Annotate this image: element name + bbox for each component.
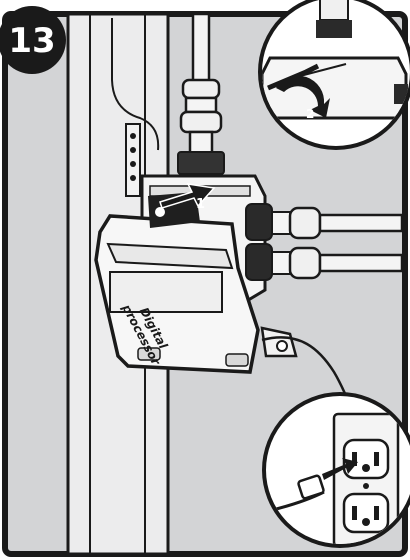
- digital-processor-unit: [94, 214, 260, 374]
- arrow-1-label: 1: [196, 197, 205, 212]
- arrow-2-label: 2: [306, 107, 314, 121]
- detail-inset-screw: [258, 0, 410, 150]
- step-number-badge: 13: [0, 6, 66, 74]
- outlet-port-lower: [245, 243, 404, 281]
- inlet-pipe: [177, 12, 225, 175]
- outlet-port-upper: [245, 203, 404, 241]
- mount-tab: [260, 326, 298, 358]
- rotate-arrow-icon: [276, 75, 330, 118]
- arrow-1-icon: [159, 183, 216, 209]
- detail-inset-outlet: [262, 392, 410, 548]
- mounting-bracket: [125, 123, 141, 197]
- wire-cable: [111, 18, 160, 151]
- step-number: 13: [8, 21, 55, 61]
